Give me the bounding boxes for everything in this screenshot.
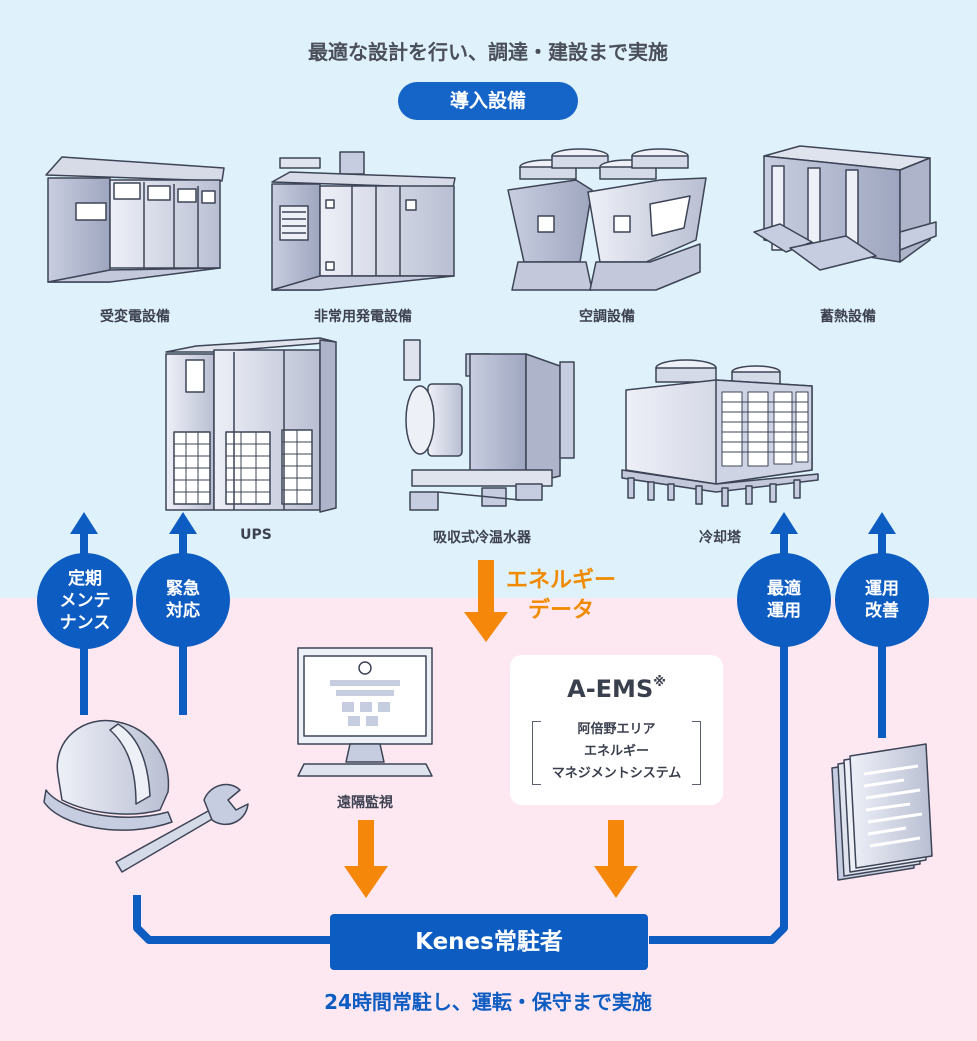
aems-down-arrow-icon	[594, 820, 638, 898]
aems-note-mark: ※	[653, 675, 666, 690]
aems-title-text: A-EMS	[567, 675, 654, 703]
documents-icon	[831, 743, 933, 881]
footer-caption: 24時間常駐し、運転・保守まで実施	[324, 990, 652, 1014]
operation-improvement-label: 運用 改善	[865, 579, 899, 621]
label-absorption-chiller: 吸収式冷温水器	[433, 530, 531, 546]
substation-icon	[45, 156, 225, 283]
label-cooling-tower: 冷却塔	[699, 530, 741, 546]
aems-bracket-right	[692, 721, 701, 785]
helmet-icon	[43, 719, 173, 831]
ups-icon	[165, 337, 337, 513]
emergency-label: 緊急 対応	[166, 579, 200, 621]
wrench-icon	[115, 783, 249, 873]
optimal-operation-circle: 最適 運用	[737, 553, 831, 647]
emergency-circle: 緊急 対応	[136, 553, 230, 647]
aems-title: A-EMS※	[510, 675, 723, 703]
equipment-title-pill: 導入設備	[398, 82, 578, 120]
maintenance-circle: 定期 メンテ ナンス	[37, 553, 133, 649]
aems-box: A-EMS※ 阿倍野エリア エネルギー マネジメントシステム	[510, 655, 723, 805]
aems-subtitle: 阿倍野エリア エネルギー マネジメントシステム	[551, 722, 682, 781]
maintenance-label: 定期 メンテ ナンス	[59, 569, 111, 633]
up-arrow-optimal	[649, 512, 798, 944]
page-heading: 最適な設計を行い、調達・建設まで実施	[308, 40, 668, 64]
cooling-tower-icon	[621, 359, 819, 507]
operation-improvement-circle: 運用 改善	[835, 553, 929, 647]
energy-data-label: エネルギー データ	[506, 568, 617, 623]
heat-storage-icon	[753, 145, 937, 271]
remote-down-arrow-icon	[344, 820, 388, 898]
energy-data-arrow-icon	[464, 560, 508, 642]
kenes-resident-box: Kenes常駐者	[330, 914, 648, 970]
remote-monitoring-label: 遠隔監視	[337, 795, 393, 811]
label-air-conditioning: 空調設備	[579, 309, 635, 325]
label-ups: UPS	[240, 527, 272, 543]
aems-bracket-left	[532, 721, 541, 785]
label-heat-storage: 蓄熱設備	[820, 309, 876, 325]
label-substation: 受変電設備	[100, 309, 170, 325]
remote-monitor-icon	[297, 647, 433, 777]
air-conditioning-icon	[507, 148, 707, 291]
connector-line-left	[133, 895, 330, 944]
generator-icon	[271, 151, 456, 291]
absorption-chiller-icon	[403, 339, 575, 511]
label-generator: 非常用発電設備	[314, 309, 412, 325]
optimal-operation-label: 最適 運用	[767, 579, 801, 621]
